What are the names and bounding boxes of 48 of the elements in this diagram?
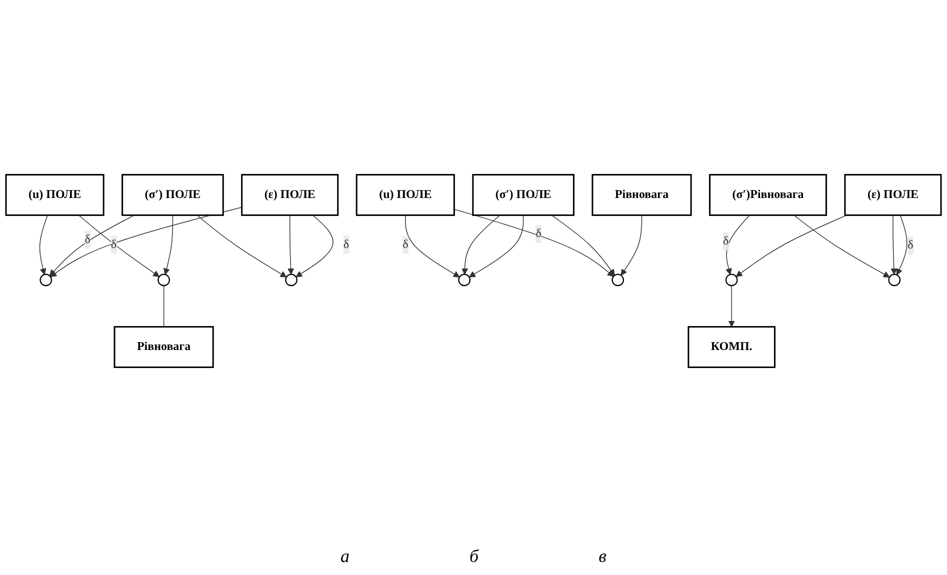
edge-label: δ: [536, 227, 542, 240]
arrow: [462, 214, 500, 275]
arrow: [551, 214, 615, 276]
node-circle: [40, 274, 52, 286]
node-circle: [888, 274, 901, 286]
node-box: (ε) ПОЛЕ: [241, 174, 339, 216]
node-box: (u) ПОЛЕ: [356, 174, 455, 216]
node-box: Рівновага: [114, 326, 214, 368]
arrow: [468, 214, 524, 278]
arrow: [39, 214, 48, 275]
arrow: [726, 214, 750, 275]
panel-label: в: [598, 546, 606, 567]
node-circle: [158, 274, 170, 286]
node-circle: [458, 274, 471, 286]
panel-label: а: [340, 546, 350, 567]
node-circle: [612, 274, 624, 286]
arrow: [288, 214, 294, 275]
node-box: (σ′)Рівновага: [709, 174, 827, 216]
node-box: (σ′) ПОЛЕ: [122, 174, 224, 216]
node-box: Рівновага: [592, 174, 692, 216]
arrow: [163, 214, 174, 275]
arrow: [50, 206, 242, 278]
node-box: (u) ПОЛЕ: [5, 174, 104, 216]
arrow: [78, 214, 160, 278]
arrow: [296, 214, 334, 278]
edge-label: δ: [402, 238, 408, 251]
arrow: [728, 285, 735, 328]
node-box: (σ′) ПОЛЕ: [472, 174, 574, 216]
node-box: (ε) ПОЛЕ: [844, 174, 942, 216]
arrow: [196, 214, 287, 278]
node-circle: [725, 274, 738, 286]
edge-label: δ: [110, 238, 117, 251]
edge-label: δ: [908, 238, 914, 252]
edge-label: δ: [84, 233, 90, 246]
arrow: [890, 214, 898, 275]
edge-label: δ: [722, 234, 729, 248]
arrow: [896, 214, 908, 276]
node-circle: [285, 274, 298, 286]
arrow: [736, 214, 848, 277]
arrow: [454, 208, 614, 277]
edge-label: δ: [343, 238, 350, 251]
arrow: [620, 214, 642, 276]
panel-label: б: [470, 546, 479, 567]
arrow: [794, 214, 890, 278]
arrow: [405, 214, 460, 278]
node-box: КОМП.: [688, 326, 776, 368]
connector: [163, 285, 164, 328]
arrow: [49, 214, 135, 276]
